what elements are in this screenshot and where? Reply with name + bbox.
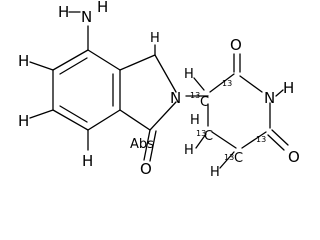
c6-iso-label: 13 [256, 135, 266, 144]
imide-n-label: N [264, 89, 275, 107]
lactam-ring [119, 54, 177, 162]
c5-h1-label: H [210, 165, 220, 180]
ch2-h1-label: H [150, 31, 160, 46]
bond [29, 109, 54, 119]
c4-iso-label: 13 [196, 129, 206, 138]
bond [119, 109, 151, 131]
benzene-ring [52, 49, 121, 131]
amino-h2-label: H [97, 0, 108, 16]
carbonyl-bond [143, 129, 151, 161]
bond [193, 77, 205, 91]
bond [195, 133, 207, 149]
c4-label: C [204, 129, 213, 144]
c2-iso-label: 13 [222, 79, 232, 88]
bond [29, 61, 54, 71]
c5-label: C [234, 151, 243, 166]
aro-h1-label: H [18, 52, 29, 70]
c3-iso-label: 13 [190, 91, 200, 100]
structure-svg: H N H H H H H N Abs O [18, 0, 300, 180]
c5-iso-label: 13 [224, 153, 234, 162]
bond [52, 49, 89, 71]
c4-h2-label: H [184, 143, 194, 158]
bond [241, 131, 267, 149]
c4-h1-label: H [190, 113, 200, 128]
abs-label: Abs [130, 137, 154, 152]
bond [209, 73, 235, 93]
bond [211, 131, 237, 149]
imide-o-right-label: O [288, 148, 300, 166]
amino-n-label: N [81, 8, 92, 26]
amino-group: H N H [58, 0, 108, 51]
aromatic-hydrogens: H H H [18, 52, 93, 170]
c3-label: C [200, 95, 209, 110]
carbonyl-bond [271, 129, 289, 146]
double-bond [59, 105, 88, 123]
glutarimide-ring [185, 53, 289, 151]
bond [119, 54, 156, 71]
lactam-n-label: N [170, 89, 181, 107]
bond [87, 49, 121, 71]
bond [154, 54, 177, 93]
c3-h-label: H [184, 67, 194, 82]
molecule-structure: H N H H H H H N Abs O [18, 0, 300, 180]
bond [239, 75, 263, 93]
carbonyl-bond [267, 134, 285, 151]
carbonyl-bond [149, 130, 157, 162]
imide-h-label: H [283, 79, 294, 97]
bond [275, 89, 284, 97]
bond [87, 109, 121, 131]
imide-o-top-label: O [230, 36, 242, 54]
aro-h2-label: H [18, 112, 29, 130]
ch2-hydrogens: H [150, 31, 160, 56]
bond [52, 109, 89, 131]
amino-h-label: H [58, 3, 69, 21]
aro-h3-label: H [82, 152, 93, 170]
bond [219, 151, 235, 169]
double-bond [59, 57, 88, 75]
bond [149, 101, 177, 131]
lactam-o-label: O [140, 160, 152, 178]
